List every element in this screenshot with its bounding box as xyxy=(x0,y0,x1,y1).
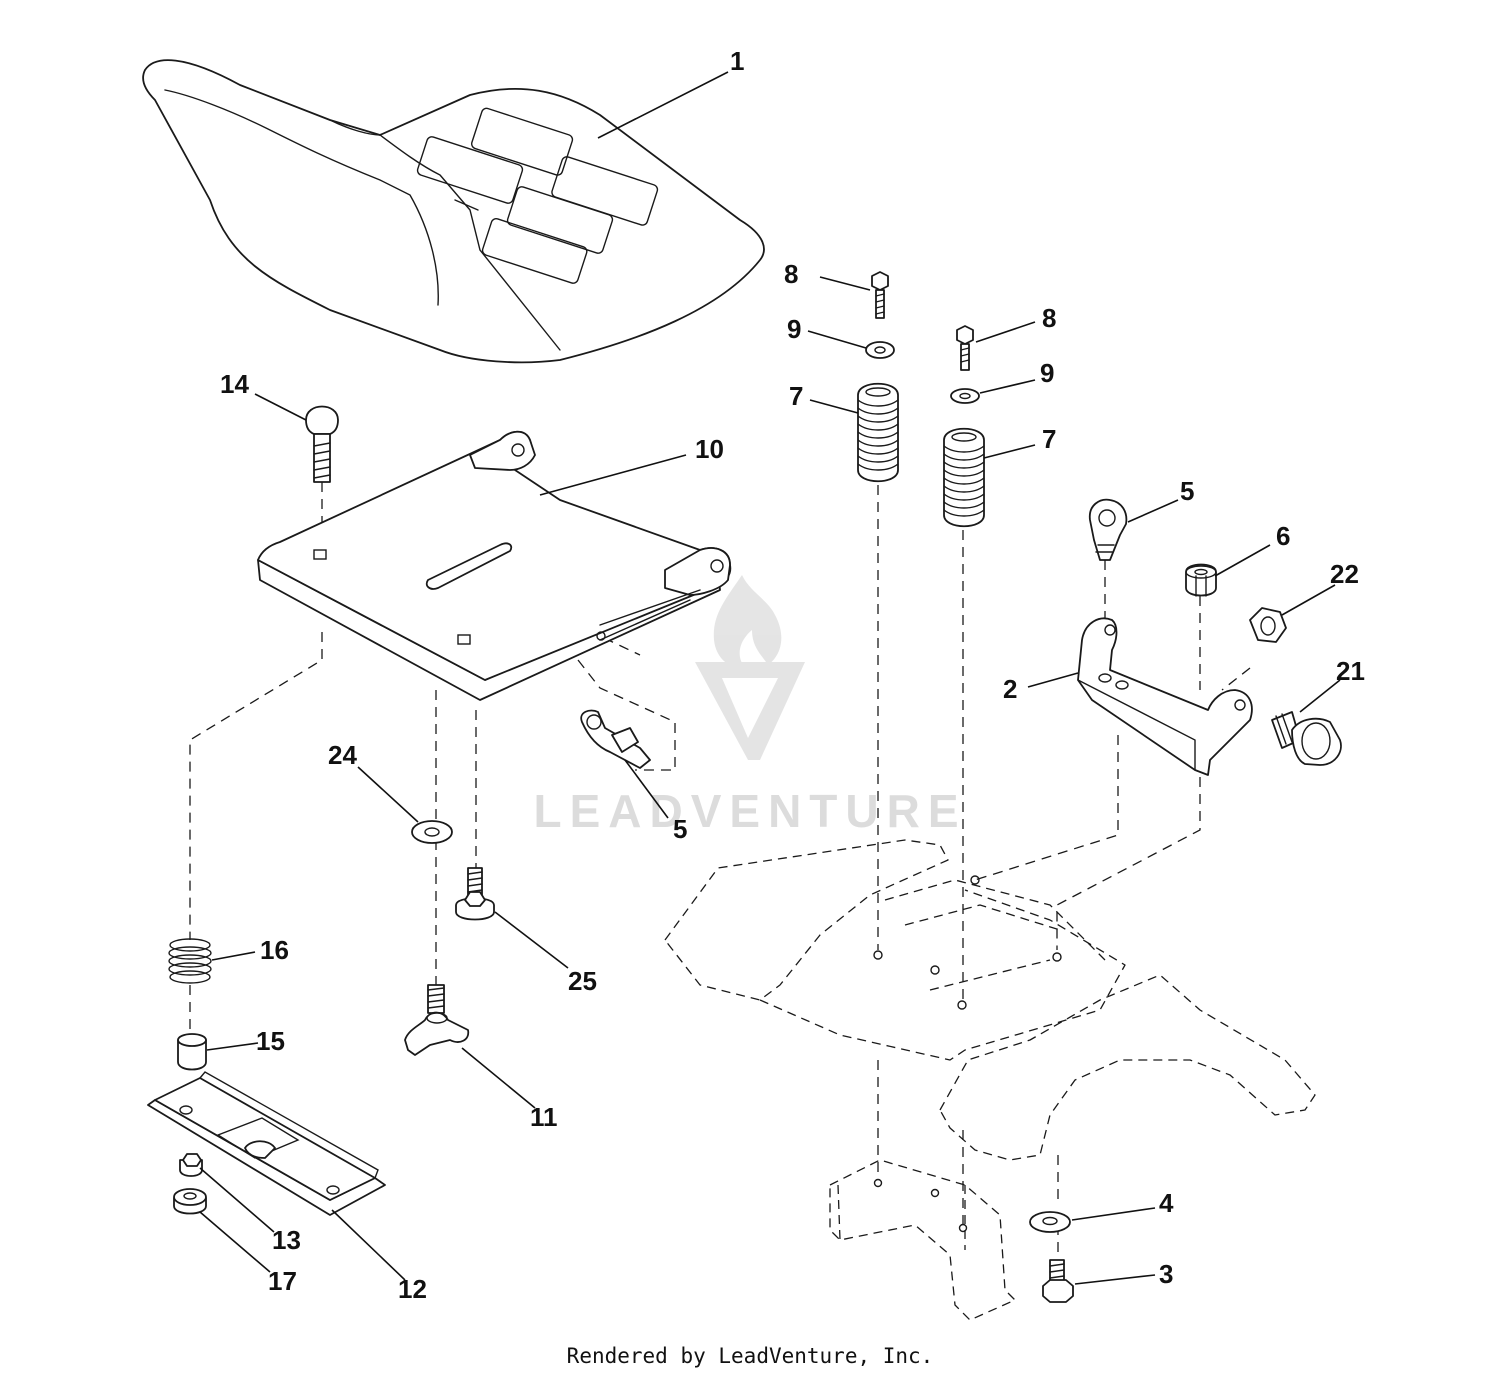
washer-24 xyxy=(411,820,453,844)
watermark-text: LEADVENTURE xyxy=(533,785,966,837)
washer-4 xyxy=(1029,1211,1071,1233)
v-logo-icon xyxy=(695,662,805,760)
shoulder-bolt xyxy=(1271,711,1342,766)
hex-bolt-left xyxy=(871,271,889,319)
leader-lines xyxy=(199,71,1341,1285)
spacer xyxy=(177,1033,207,1071)
seat-pan xyxy=(257,430,732,701)
clip-right xyxy=(1088,498,1128,561)
callout-11: 11 xyxy=(530,1102,558,1132)
leadventure-watermark: LEADVENTURE xyxy=(533,575,966,837)
callout-21: 21 xyxy=(1336,656,1365,686)
callout-6: 6 xyxy=(1276,521,1290,551)
callout-15: 15 xyxy=(256,1026,285,1056)
callout-14: 14 xyxy=(220,369,249,399)
spring-left xyxy=(857,382,899,483)
hex-bolt-right xyxy=(956,325,974,371)
callout-17: 17 xyxy=(268,1266,297,1296)
callout-25: 25 xyxy=(568,966,597,996)
callout-8a: 8 xyxy=(784,259,798,289)
callout-4: 4 xyxy=(1159,1188,1174,1218)
callout-13: 13 xyxy=(272,1225,301,1255)
lock-nut xyxy=(1185,563,1217,597)
callout-5a: 5 xyxy=(1180,476,1194,506)
washer-right xyxy=(950,388,980,404)
hex-bolt-3 xyxy=(1042,1259,1074,1303)
callout-12: 12 xyxy=(398,1274,427,1304)
washer-left xyxy=(865,341,895,359)
callout-16: 16 xyxy=(260,935,289,965)
callout-9b: 9 xyxy=(1040,358,1054,388)
wing-knob xyxy=(404,984,470,1056)
spring-right xyxy=(943,427,985,528)
callout-7a: 7 xyxy=(789,381,803,411)
callout-2: 2 xyxy=(1003,674,1017,704)
nut-17 xyxy=(173,1188,207,1215)
clip-left xyxy=(580,709,651,769)
nut-13 xyxy=(179,1153,203,1177)
callouts: 1 2 3 4 5 5 6 7 7 8 8 9 9 10 11 12 13 14… xyxy=(220,46,1365,1304)
callout-3: 3 xyxy=(1159,1259,1173,1289)
callout-22: 22 xyxy=(1330,559,1359,589)
small-spring xyxy=(168,938,212,984)
callout-10: 10 xyxy=(695,434,724,464)
tractor-frame xyxy=(664,839,1316,1321)
callout-1: 1 xyxy=(730,46,744,76)
seat-bracket xyxy=(1077,617,1253,776)
hex-nut xyxy=(1249,607,1287,643)
footer-credit: Rendered by LeadVenture, Inc. xyxy=(566,1344,934,1368)
callout-9a: 9 xyxy=(787,314,801,344)
callout-8b: 8 xyxy=(1042,303,1056,333)
flame-logo-icon xyxy=(713,575,782,669)
carriage-bolt xyxy=(305,405,339,483)
callout-24: 24 xyxy=(328,740,357,770)
flange-bolt xyxy=(455,867,495,921)
callout-5b: 5 xyxy=(673,814,687,844)
seat xyxy=(142,59,765,364)
slide-plate xyxy=(147,1071,386,1216)
callout-7b: 7 xyxy=(1042,424,1056,454)
